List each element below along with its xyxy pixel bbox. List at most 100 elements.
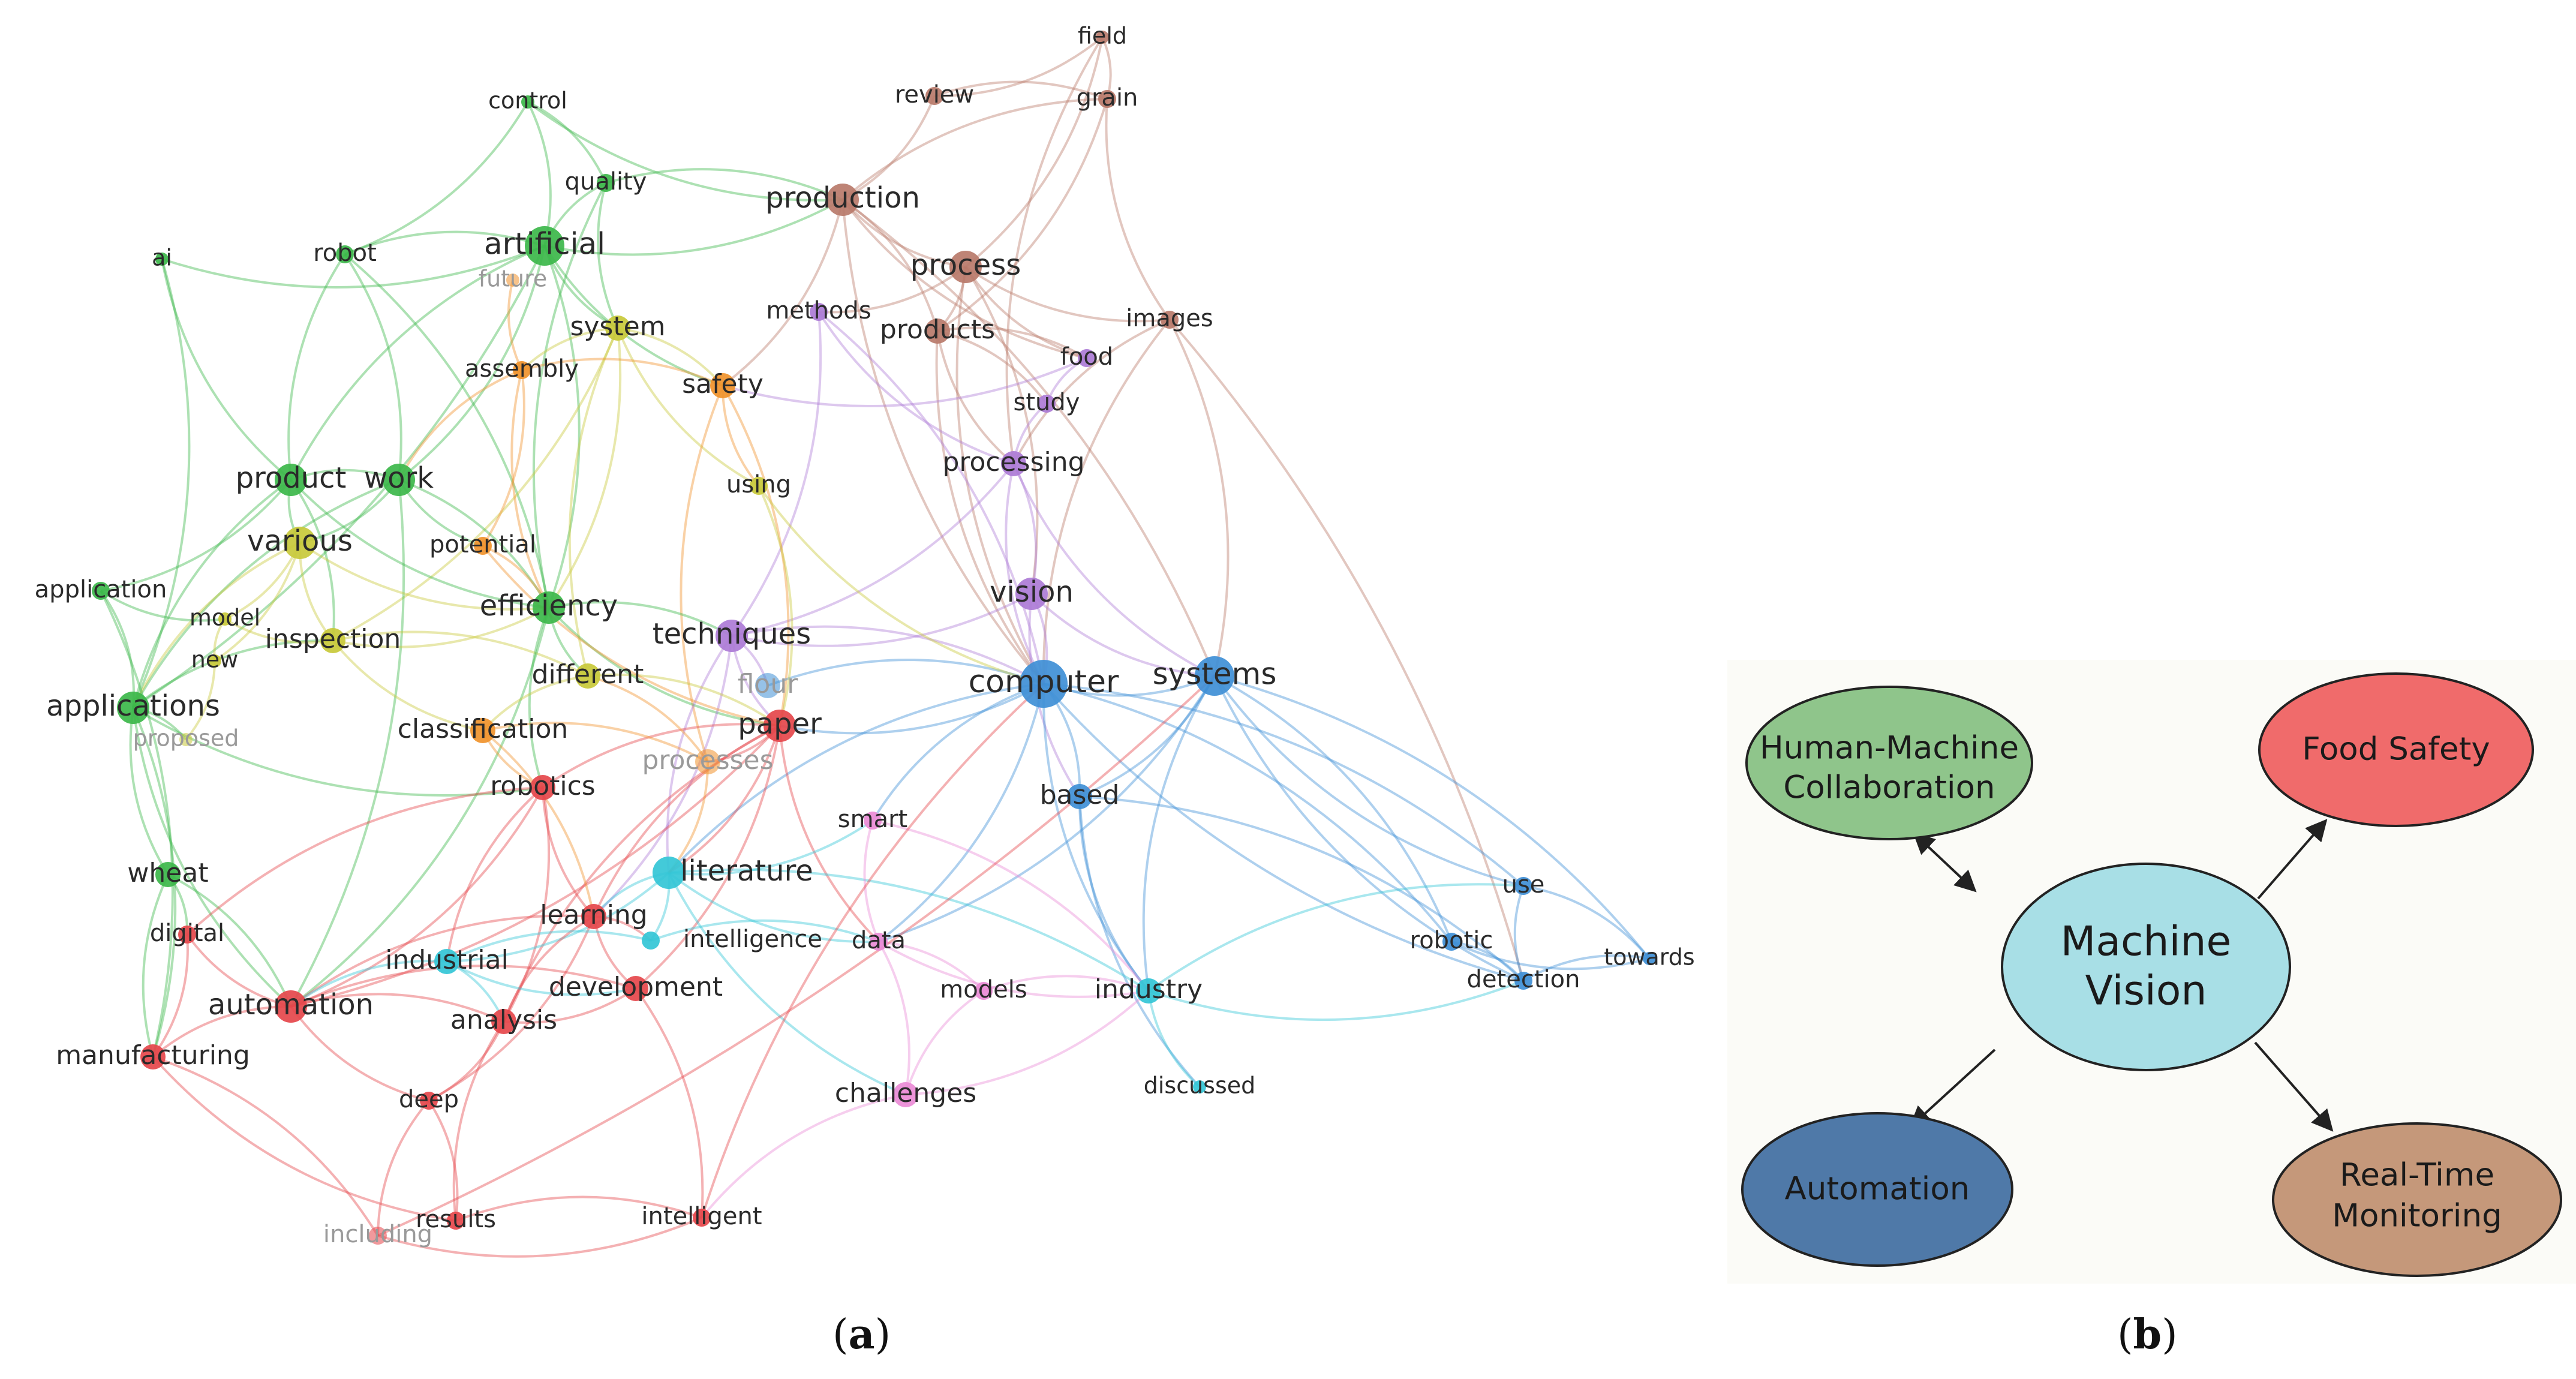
- edge-application-model: [100, 590, 226, 622]
- edge-deep-including: [377, 1099, 430, 1236]
- node-food: [1078, 349, 1096, 367]
- node-systems: [1195, 656, 1234, 696]
- node-classification: [470, 718, 495, 743]
- edge-images-detection: [1168, 319, 1525, 981]
- node-label-proposed: proposed: [133, 725, 239, 752]
- topic-automation: Automation: [1741, 1112, 2013, 1267]
- edge-including-systems: [377, 675, 1216, 1237]
- edge-system-safety: [617, 327, 724, 387]
- center-machine-vision: Machine Vision: [2001, 863, 2291, 1071]
- edge-wheat-automation: [167, 873, 292, 1007]
- edge-paper-robotics: [542, 723, 780, 789]
- edge-challenges-intelligent: [701, 1093, 906, 1219]
- edge-smart-data: [863, 820, 880, 942]
- edge-process-images: [964, 266, 1170, 323]
- edge-images-processing: [1012, 319, 1170, 464]
- edge-work-efficiency: [398, 479, 550, 608]
- edge-different-classification: [482, 675, 588, 732]
- node-techniques: [716, 620, 748, 652]
- caption-b: (b): [2117, 1311, 2178, 1359]
- edge-robotics-automation: [290, 787, 544, 1008]
- node-label-future: future: [479, 266, 548, 292]
- node-data: [870, 933, 888, 951]
- edge-work-applications: [132, 479, 399, 708]
- edge-techniques-literature: [666, 635, 733, 873]
- edge-industrial-automation: [290, 960, 447, 1008]
- node-intelligence: [642, 932, 660, 950]
- edge-inspection-different: [332, 630, 588, 677]
- edge-results-intelligent: [455, 1195, 702, 1222]
- node-towards: [1643, 952, 1656, 965]
- edge-computer-data: [877, 683, 1045, 943]
- edge-robotic-detection: [1451, 941, 1525, 982]
- node-label-development: development: [549, 972, 723, 1002]
- edge-applications-wheat: [129, 707, 169, 876]
- edge-literature-industrial: [446, 872, 670, 963]
- edge-paper-development: [635, 725, 781, 990]
- edge-based-detection: [1079, 795, 1525, 982]
- edge-industry-detection: [1148, 980, 1524, 1022]
- node-use: [1514, 877, 1532, 895]
- edge-products-food: [937, 326, 1088, 359]
- edge-grain-products: [936, 98, 1108, 332]
- node-label-artificial: artificial: [484, 227, 605, 262]
- edge-use-towards: [1523, 885, 1651, 960]
- node-label-images: images: [1126, 305, 1213, 332]
- topic-hmc-line2: Collaboration: [1783, 770, 1995, 806]
- edge-assembly-safety: [521, 357, 723, 387]
- topic-real-time-line2: Monitoring: [2332, 1198, 2502, 1234]
- topic-real-time-ellipse: [2272, 1122, 2562, 1277]
- edge-food-safety: [722, 357, 1087, 408]
- node-robotics: [530, 775, 555, 800]
- edge-literature-smart: [668, 819, 874, 876]
- edge-development-analysis: [503, 987, 637, 1024]
- node-study: [1038, 395, 1056, 413]
- edge-ai-applications: [132, 259, 191, 708]
- node-label-work: work: [364, 461, 434, 495]
- node-based: [1067, 784, 1092, 809]
- caption-b-close: ): [2162, 1311, 2178, 1359]
- edge-quality-system: [597, 182, 619, 329]
- node-label-computer: computer: [969, 664, 1119, 700]
- edge-process-food: [964, 266, 1087, 359]
- edge-system-using: [617, 328, 759, 487]
- edge-literature-challenges: [668, 872, 906, 1096]
- edge-assembly-efficiency: [510, 369, 550, 608]
- edge-applications-inspection: [132, 639, 333, 709]
- edge-various-efficiency: [299, 542, 549, 611]
- node-system: [605, 316, 630, 341]
- edge-field-processing: [1005, 36, 1104, 464]
- edge-field-process: [964, 37, 1104, 268]
- edge-automation-analysis: [290, 993, 504, 1023]
- node-flour: [755, 673, 780, 698]
- edge-artificial-ai: [161, 245, 545, 289]
- edge-detection-towards: [1523, 954, 1650, 982]
- edge-products-processing: [936, 331, 1015, 465]
- node-robot: [336, 245, 354, 263]
- edge-computer-flour: [767, 659, 1044, 687]
- node-control: [521, 95, 534, 109]
- edge-industry-use: [1147, 883, 1524, 992]
- edge-vision-systems: [1030, 593, 1215, 677]
- edge-robotics-analysis: [503, 787, 551, 1022]
- edge-systems-robotic: [1214, 675, 1453, 942]
- edge-using-paper: [758, 485, 793, 726]
- edge-review-grain: [934, 80, 1108, 100]
- node-label-different: different: [532, 659, 644, 690]
- node-applications: [117, 692, 149, 724]
- edge-potential-paper: [482, 545, 780, 727]
- edge-control-robot: [344, 101, 529, 256]
- node-vision: [1015, 578, 1048, 610]
- edge-robot-efficiency: [344, 253, 550, 608]
- node-label-assembly: assembly: [465, 355, 579, 383]
- node-label-review: review: [895, 81, 974, 109]
- edge-applications-automation: [132, 707, 292, 1008]
- edge-systems-based: [1079, 675, 1216, 798]
- node-label-models: models: [940, 976, 1027, 1004]
- edge-production-process: [841, 199, 966, 268]
- node-processing: [1001, 451, 1026, 476]
- node-methods: [810, 303, 828, 321]
- topic-automation-ellipse: [1741, 1112, 2013, 1267]
- edge-processing-systems: [1012, 463, 1215, 677]
- node-label-flour: flour: [738, 669, 799, 699]
